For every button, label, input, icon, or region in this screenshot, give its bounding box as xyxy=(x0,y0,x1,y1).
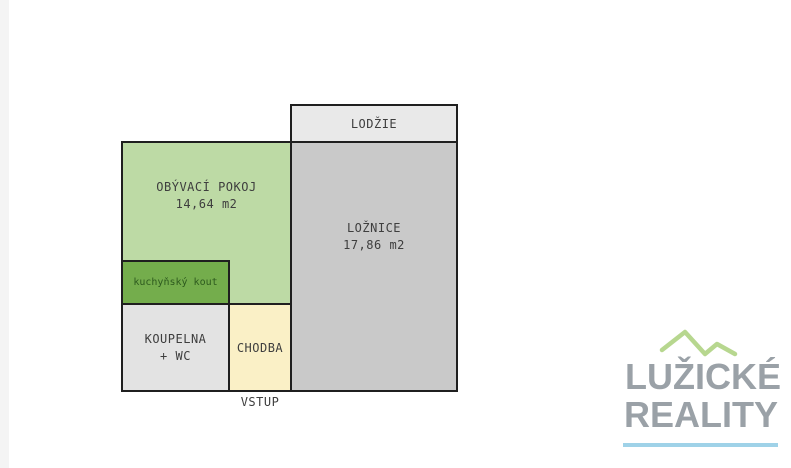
page-left-gutter xyxy=(0,0,9,468)
room-bathroom: KOUPELNA + WC xyxy=(121,303,230,392)
entrance-label: VSTUP xyxy=(240,395,280,409)
room-hallway: CHODBA xyxy=(228,303,292,392)
room-hallway-label: CHODBA xyxy=(236,340,284,355)
logo-underline xyxy=(623,443,778,447)
room-bathroom-label: KOUPELNA xyxy=(144,332,207,346)
logo-roof-icon xyxy=(659,329,738,357)
room-loggia: LODŽIE xyxy=(290,104,458,143)
room-bedroom: LOŽNICE 17,86 m2 xyxy=(290,141,458,392)
logo-text-line1: LUŽICKÉ xyxy=(625,356,781,397)
room-bedroom-label: LOŽNICE xyxy=(346,221,402,235)
room-bathroom-area: + WC xyxy=(160,349,191,363)
room-kitchenette-label: kuchyňský kout xyxy=(133,277,218,288)
room-living-label: OBÝVACÍ POKOJ xyxy=(156,180,257,194)
room-kitchenette: kuchyňský kout xyxy=(121,260,230,305)
room-loggia-label: LODŽIE xyxy=(350,116,398,131)
logo-text-line2: REALITY xyxy=(624,394,779,435)
room-bedroom-area: 17,86 m2 xyxy=(343,238,405,252)
room-living-area: 14,64 m2 xyxy=(175,197,238,211)
